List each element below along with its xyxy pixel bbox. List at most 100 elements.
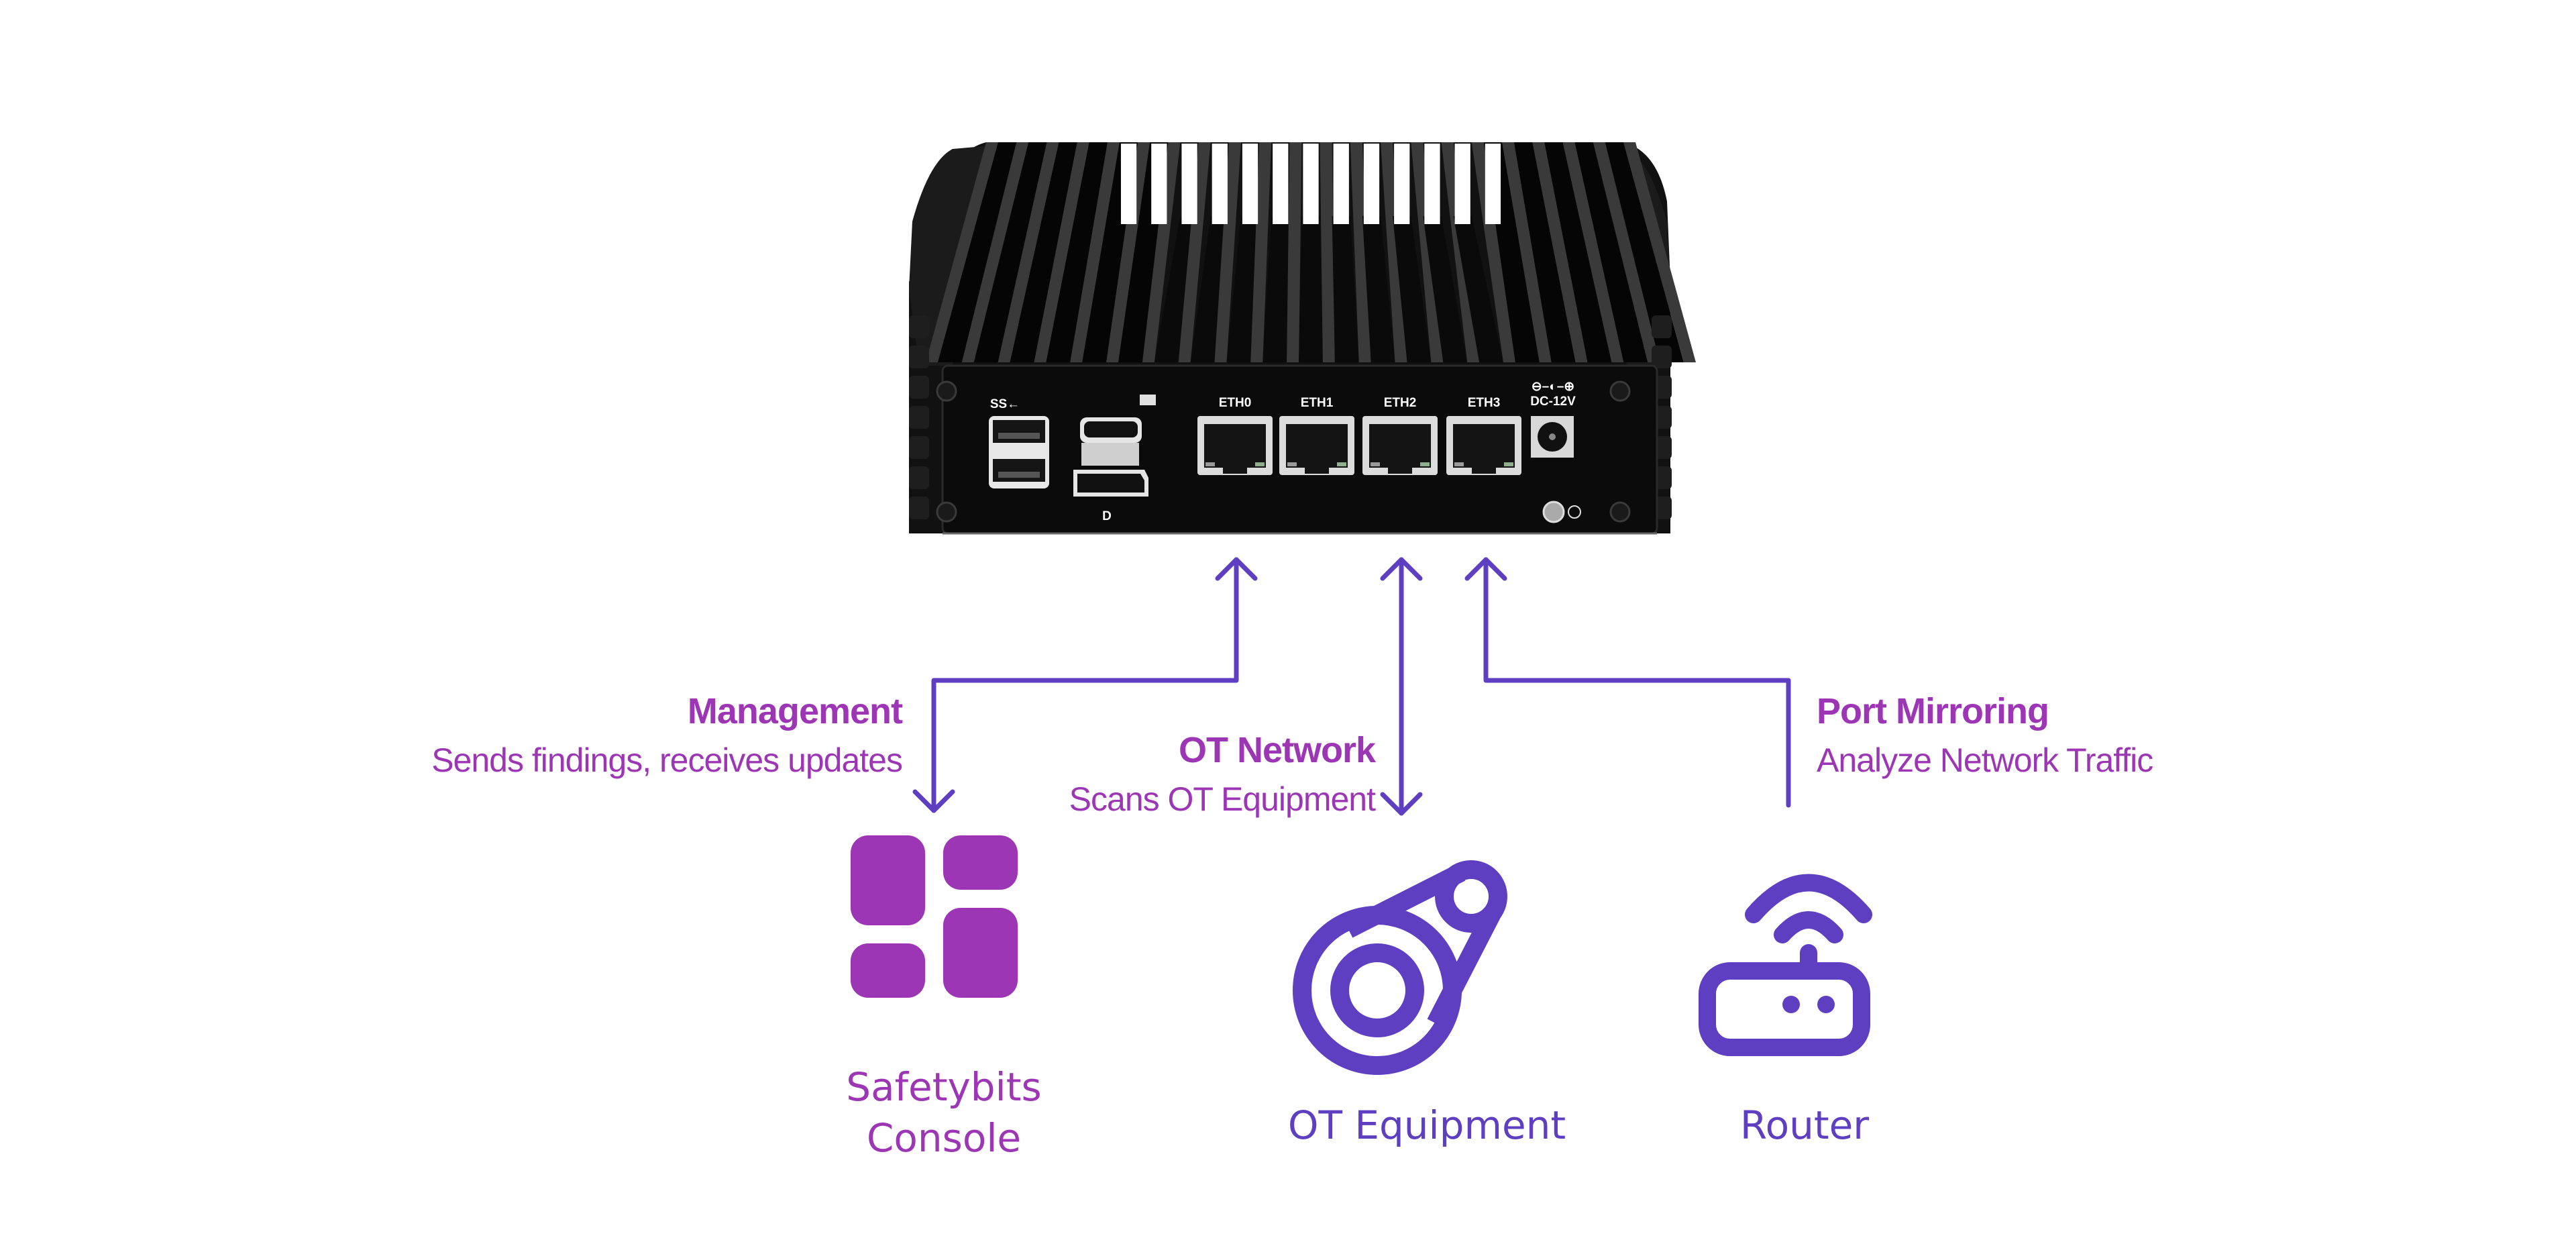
heatsink-fin [1471, 142, 1515, 362]
usb-port-1[interactable] [993, 420, 1045, 443]
fin-gap-highlight [1120, 144, 1137, 224]
ethernet-port-label: ETH1 [1301, 396, 1334, 410]
heatsink-fin [1623, 142, 1696, 362]
usb-tongue-2 [998, 472, 1040, 478]
fin-gap-highlight [1424, 144, 1440, 224]
ethernet-port-eth0[interactable]: ETH0 [1197, 396, 1273, 475]
screw-icon [1609, 380, 1631, 402]
hdmi-icon [1140, 395, 1156, 405]
management-arrowhead-down [912, 789, 955, 813]
fin-gap-highlight [1273, 144, 1289, 224]
heatsink-fin [1287, 142, 1302, 362]
ethernet-port-label: ETH2 [1384, 396, 1417, 410]
side-rib [909, 376, 929, 399]
heatsink-gap [973, 142, 1047, 362]
displayport-port[interactable] [1077, 474, 1144, 493]
heatsink-fin [1411, 142, 1444, 362]
node-safetybits-console: Safetybits Console [846, 835, 1042, 1161]
fin-gap-highlight [1333, 144, 1349, 224]
power-label: DC-12V [1530, 395, 1576, 409]
heatsink-fin [1178, 142, 1211, 362]
side-rib [1652, 346, 1672, 368]
ground-symbol-icon [1568, 505, 1581, 519]
heatsink-fin [926, 142, 998, 362]
ot-network-title: OT Network [1179, 730, 1377, 770]
screw-icon [936, 380, 957, 402]
management-subtitle: Sends findings, receives updates [431, 741, 902, 779]
wifi-router-icon [1699, 874, 1872, 1056]
side-rib [909, 406, 929, 429]
heatsink-gap [1544, 142, 1612, 362]
heatsink-fin [1562, 142, 1624, 362]
heatsink-fin [1502, 142, 1552, 362]
heatsink-fin [1532, 142, 1588, 362]
hdmi-port[interactable] [1084, 421, 1138, 437]
heatsink-fins [926, 142, 1696, 362]
side-rib [909, 497, 929, 519]
power-polarity-icon: ⊖–◐–⊕ [1532, 380, 1574, 394]
side-rib [909, 436, 929, 459]
fin-gap-highlight [1454, 144, 1470, 224]
heatsink-gap [938, 142, 1017, 362]
heatsink-fin [1250, 142, 1272, 362]
heatsink-gap [1423, 216, 1468, 362]
rj45-socket [1204, 424, 1266, 474]
fin-gap-highlight [1181, 144, 1197, 224]
heatsink-fin [998, 142, 1059, 362]
rj45-socket [1453, 424, 1515, 474]
video-ports: D [1073, 395, 1156, 523]
heatsink-fin [1350, 142, 1371, 362]
ethernet-port-eth2[interactable]: ETH2 [1362, 396, 1438, 475]
management-title: Management [688, 691, 903, 731]
usb-port-2[interactable] [993, 459, 1045, 482]
port-bracket [1081, 443, 1139, 466]
heatsink-gap [1332, 216, 1359, 362]
heatsink-gap [1046, 142, 1108, 362]
port-led [1371, 462, 1380, 466]
heatsink-gap [1299, 216, 1323, 362]
rj45-socket [1286, 424, 1348, 474]
ground-screw-icon [1542, 501, 1565, 523]
node-router: Router [1699, 874, 1872, 1148]
belt-pulley-icon [1293, 860, 1507, 1075]
heatsink-fin [1034, 142, 1089, 362]
router-label: Router [1740, 1102, 1869, 1148]
dashboard-grid-icon [851, 835, 1018, 998]
ot-network-arrowhead-up [1380, 557, 1423, 581]
port-led [1420, 462, 1430, 466]
ethernet-port-label: ETH3 [1468, 396, 1501, 410]
ethernet-port-eth3[interactable]: ETH3 [1446, 396, 1521, 475]
side-rib [909, 315, 929, 338]
port-led [1337, 462, 1346, 466]
rj45-socket [1369, 424, 1431, 474]
fin-gap-highlight [1242, 144, 1258, 224]
screw-icon [1609, 501, 1631, 523]
node-ot-equipment: OT Equipment [1288, 860, 1566, 1148]
console-label-line2: Console [867, 1115, 1021, 1161]
ot-network-arrowhead-down [1380, 792, 1423, 816]
console-label-line1: Safetybits [846, 1064, 1041, 1110]
ethernet-ports: ETH0 ETH1 ETH2 ETH3 [1197, 396, 1521, 475]
port-led [1205, 462, 1215, 466]
heatsink-gap [1154, 216, 1199, 362]
port-mirroring-title: Port Mirroring [1817, 691, 2049, 731]
heatsink-fin [1381, 142, 1407, 362]
management-connector [931, 557, 1239, 813]
port-led [1504, 462, 1513, 466]
displayport-label: D [1102, 509, 1112, 523]
heatsink-gap [1514, 142, 1576, 362]
heatsink-fin [1593, 142, 1660, 362]
heatsink-gap [1226, 216, 1260, 362]
heatsink-gap [1263, 216, 1290, 362]
usb-tongue-1 [998, 433, 1040, 439]
port-led [1287, 462, 1297, 466]
ethernet-port-eth1[interactable]: ETH1 [1279, 396, 1354, 475]
heatsink-fin [1142, 142, 1181, 362]
connectors [912, 557, 1791, 816]
connection-labels: Management Sends findings, receives upda… [431, 691, 2153, 818]
heatsink-gap [1393, 216, 1432, 362]
management-arrowhead-up [1215, 557, 1258, 581]
heatsink-gap [1362, 216, 1395, 362]
router-led-indicators [1782, 996, 1835, 1013]
